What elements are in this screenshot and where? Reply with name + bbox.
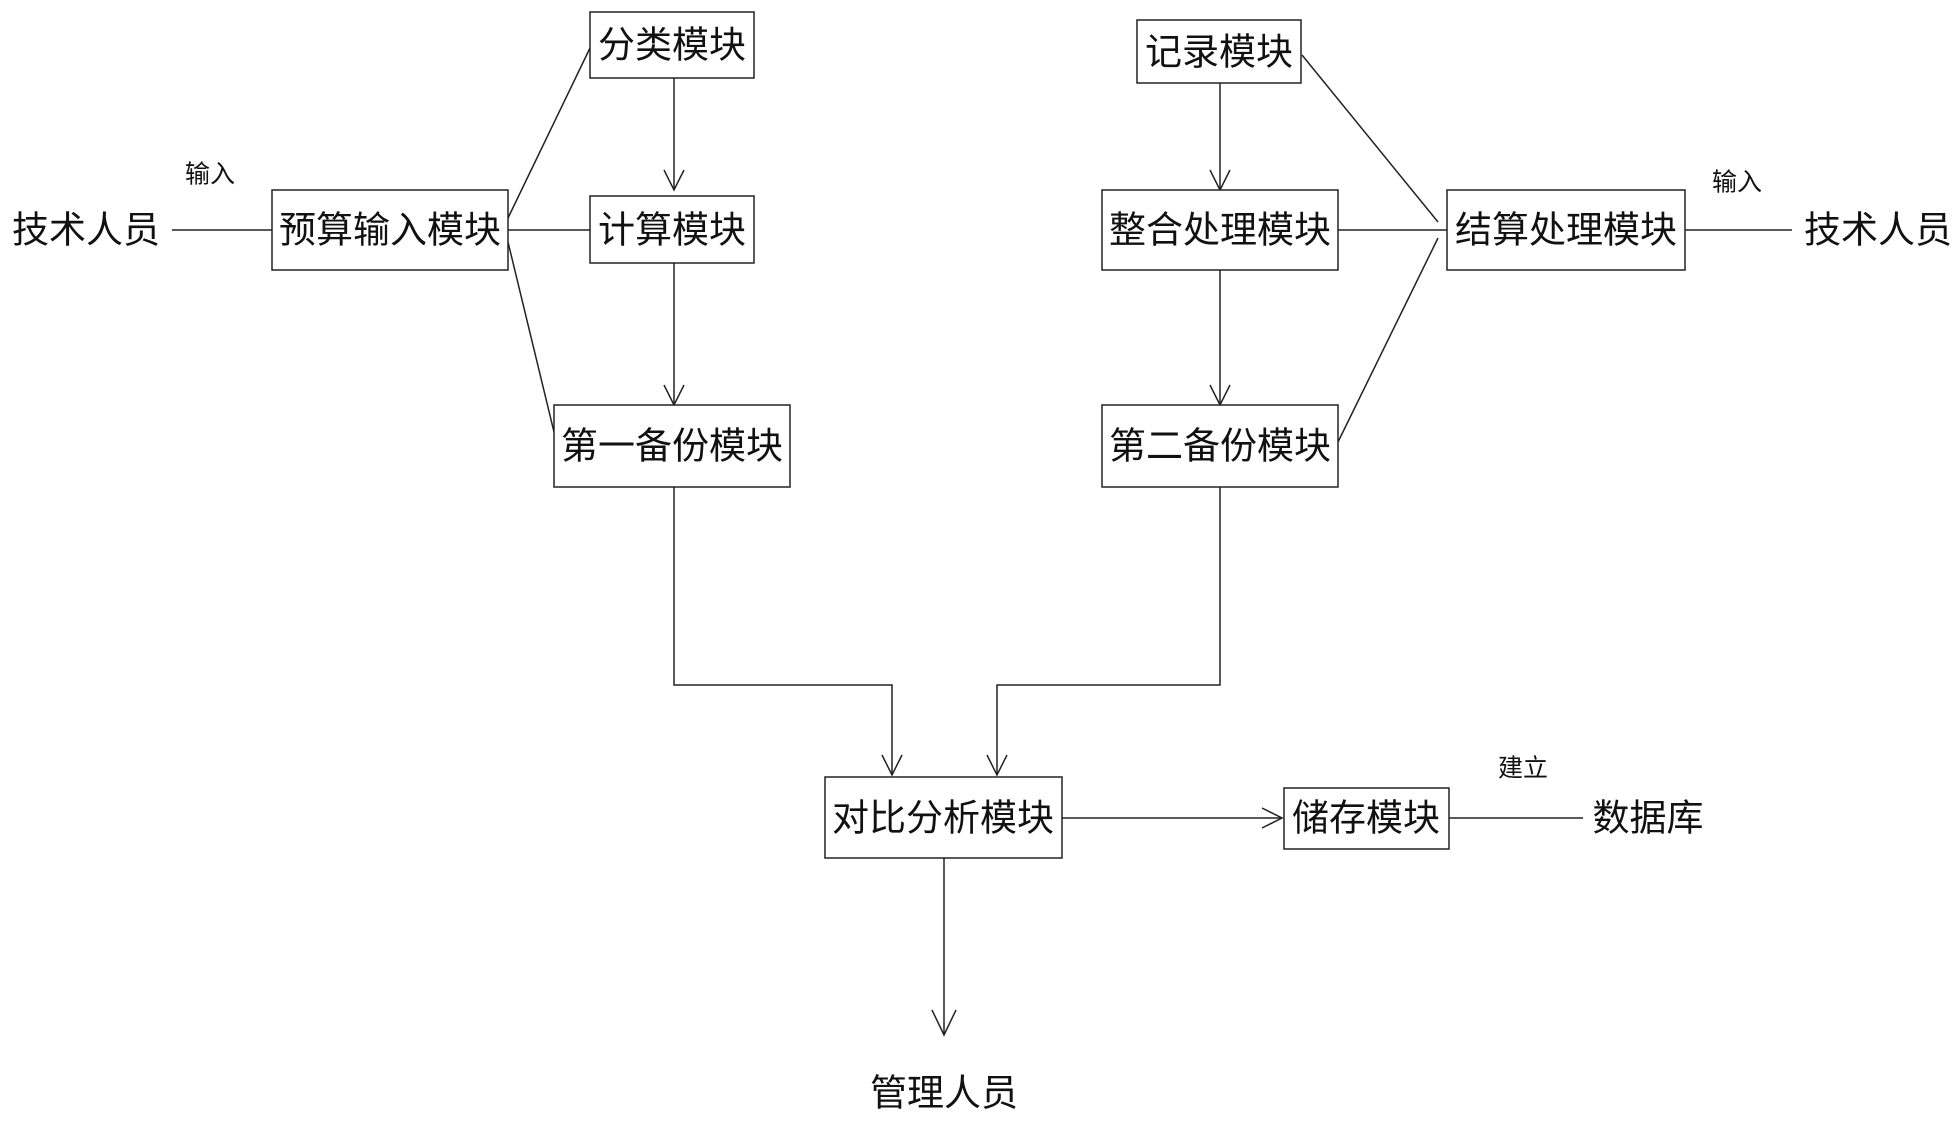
node-calculate: 计算模块 — [589, 195, 755, 264]
edge-backup1-to-compare — [673, 487, 893, 775]
actor-database: 数据库 — [1593, 797, 1704, 840]
node-compare: 对比分析模块 — [824, 776, 1063, 859]
actor-tech-right: 技术人员 — [1804, 209, 1952, 252]
node-classify-label: 分类模块 — [598, 24, 746, 67]
edge-budget-input-to-backup1 — [507, 241, 555, 433]
edge-label-build: 建立 — [1498, 754, 1548, 783]
node-compare-label: 对比分析模块 — [832, 797, 1054, 840]
edge-label-input-right: 输入 — [1712, 168, 1762, 197]
node-record: 记录模块 — [1136, 19, 1302, 84]
edge-settle-to-record — [1301, 54, 1439, 223]
node-backup2: 第二备份模块 — [1101, 404, 1339, 488]
node-integrate: 整合处理模块 — [1101, 189, 1339, 271]
arrowhead-compare-left — [881, 754, 903, 777]
actor-tech-left: 技术人员 — [12, 209, 160, 252]
node-budget-input-label: 预算输入模块 — [279, 209, 501, 252]
actor-manager: 管理人员 — [870, 1072, 1018, 1115]
edge-backup2-to-compare — [996, 487, 1221, 775]
arrowhead-calculate — [663, 169, 685, 192]
edge-budget-input-to-classify — [507, 47, 591, 219]
node-integrate-label: 整合处理模块 — [1109, 209, 1331, 252]
node-backup2-label: 第二备份模块 — [1109, 425, 1331, 468]
node-budget-input: 预算输入模块 — [271, 189, 509, 271]
edges-right — [986, 54, 1792, 777]
arrowhead-storage — [1261, 807, 1284, 829]
node-classify: 分类模块 — [589, 11, 755, 79]
node-settle: 结算处理模块 — [1446, 189, 1686, 271]
edge-label-input-left: 输入 — [185, 160, 235, 189]
arrowhead-manager — [931, 1009, 957, 1037]
node-backup1: 第一备份模块 — [553, 404, 791, 488]
arrowhead-compare-right — [986, 754, 1008, 777]
edge-settle-to-backup2 — [1337, 237, 1439, 443]
node-record-label: 记录模块 — [1145, 31, 1293, 74]
node-storage-label: 储存模块 — [1292, 797, 1440, 840]
edges-bottom — [931, 807, 1583, 1037]
node-calculate-label: 计算模块 — [598, 209, 746, 252]
edges-left — [172, 47, 903, 777]
node-backup1-label: 第一备份模块 — [561, 425, 783, 468]
node-settle-label: 结算处理模块 — [1455, 209, 1677, 252]
node-storage: 储存模块 — [1283, 787, 1450, 850]
